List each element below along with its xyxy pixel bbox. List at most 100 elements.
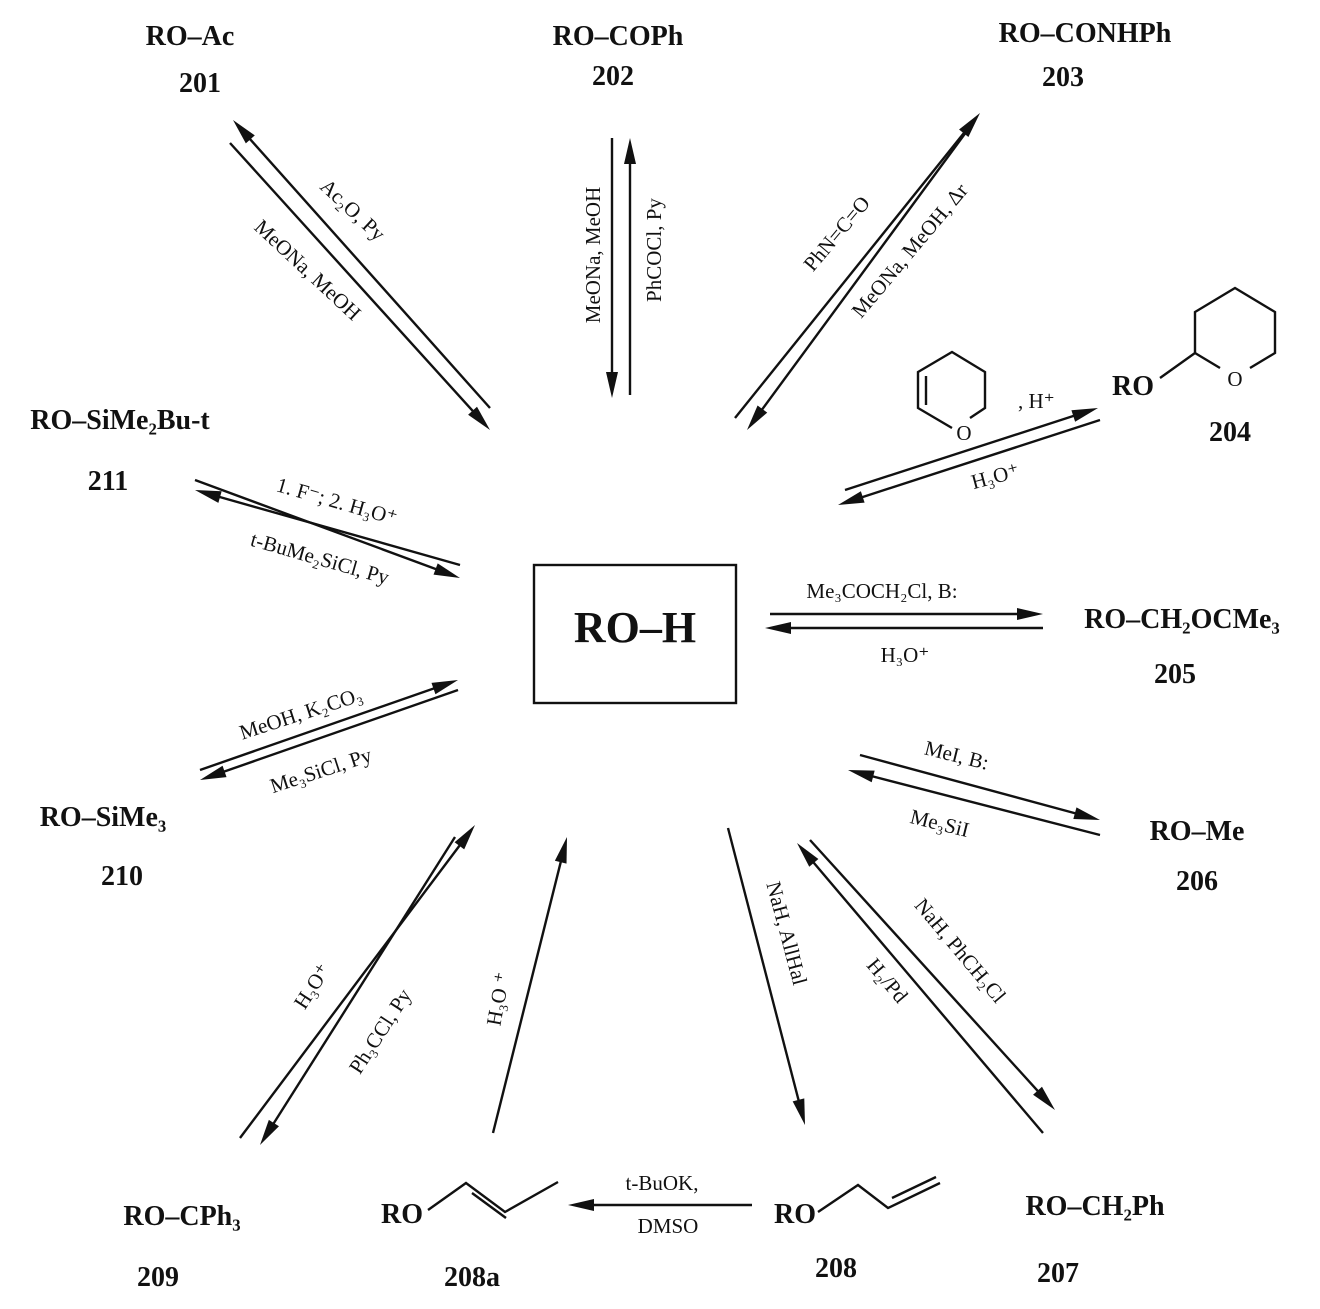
arrow-to-206-head [1073, 807, 1100, 820]
reagent-201-reverse: MeONa, MeOH [250, 215, 366, 326]
arrow-from-201-head [468, 406, 490, 430]
reagent-201-forward: Ac₂O, Py [315, 174, 390, 246]
arrow-to-206-shaft [859, 753, 1080, 816]
compound-202-formula: RO–COPh [553, 21, 684, 52]
compound-204-number: 204 [1209, 417, 1251, 448]
center-box [532, 563, 738, 705]
arrow-to-204-head [1071, 408, 1098, 422]
arrow-to-208a [491, 837, 567, 1134]
arrow-to-205 [770, 608, 1043, 620]
arrow-208-to-208a-head [568, 1199, 594, 1211]
arrow-from-204 [838, 418, 1101, 505]
arrow-to-206 [859, 753, 1100, 820]
compound-209-formula: RO–CPh₃ [123, 1201, 240, 1232]
compound-207-number: 207 [1037, 1258, 1079, 1289]
arrow-to-201-head [233, 120, 255, 144]
arrow-from-211 [194, 478, 460, 578]
arrow-from-210-head [431, 680, 458, 695]
arrow-to-207-head [1033, 1086, 1055, 1110]
arrow-to-208 [726, 827, 805, 1125]
reagent-202-forward: PhCOCl, Py [642, 198, 666, 302]
arrow-to-208-shaft [726, 827, 801, 1105]
arrow-to-211-shaft [215, 494, 461, 567]
reagent-203-forward: PhN=C=O [798, 191, 874, 276]
propenyl-double-bond [471, 1192, 507, 1219]
reagent-209-forward: Ph₃CCl, Py [344, 984, 417, 1078]
reagent-202-reverse: MeONa, MeOH [581, 187, 605, 323]
reagent-205-reverse: H₃O⁺ [881, 643, 930, 667]
reagent-208-isomerization-2: DMSO [638, 1214, 699, 1238]
arrow-from-206-head [848, 770, 875, 783]
arrow-from-210 [199, 680, 458, 772]
reagent-206-forward: MeI, B: [922, 736, 991, 775]
compound-211-formula: RO–SiMe₂Bu-t [30, 405, 210, 436]
reagent-209-reverse: H₃O⁺ [289, 959, 336, 1013]
arrow-from-203-shaft [759, 119, 976, 413]
arrow-to-207-shaft [809, 839, 1042, 1095]
arrow-to-211-head [195, 490, 222, 503]
reagent-204-forward: , H⁺ [1018, 389, 1055, 413]
compound-211-number: 211 [88, 466, 128, 497]
allyl-double-bond [891, 1175, 937, 1200]
arrow-from-204-head [838, 491, 865, 505]
compound-210-formula: RO–SiMe₃ [40, 802, 167, 833]
reagent-208a-reverse: H₃O ⁺ [482, 970, 515, 1027]
thp-ring-oxygen: O [1227, 367, 1242, 391]
arrow-to-209 [260, 836, 457, 1145]
thp-ring-bond [1194, 351, 1221, 370]
reagent-207-forward: NaH, PhCH₂Cl [910, 894, 1011, 1008]
reagent-211-forward: t-BuMe₂SiCl, Py [248, 527, 392, 590]
compound-209-number: 209 [137, 1262, 179, 1293]
arrow-from-206-shaft [869, 774, 1101, 837]
compound-205-number: 205 [1154, 659, 1196, 690]
arrow-to-210-head [200, 765, 227, 780]
compound-207-formula: RO–CH₂Ph [1025, 1191, 1164, 1222]
compound-205-formula: RO–CH₂OCMe₃ [1084, 604, 1280, 635]
arrow-to-203-shaft [734, 129, 968, 419]
reagent-204-reverse: H₃O⁺ [969, 458, 1022, 494]
reagent-206-reverse: Me₃SiI [908, 804, 972, 842]
compound-204-formula: RO [1112, 371, 1154, 402]
thp-ring [1159, 286, 1277, 379]
arrow-from-204-shaft [858, 418, 1101, 500]
arrow-from-207-shaft [810, 859, 1044, 1134]
allyl-group [817, 1181, 941, 1213]
arrow-from-206 [848, 770, 1101, 837]
arrow-208-to-208a [568, 1199, 752, 1211]
arrow-from-205-head [765, 622, 791, 634]
propenyl-group [427, 1180, 559, 1214]
arrow-from-201-shaft [229, 142, 477, 415]
center-label: RO–H [574, 603, 696, 652]
reagent-205-forward: Me₃COCH₂Cl, B: [806, 579, 957, 603]
arrow-from-209-shaft [239, 841, 463, 1139]
compound-203-formula: RO–CONHPh [999, 18, 1172, 49]
compound-208-number: 208 [815, 1253, 857, 1284]
compound-208a-formula: RO [381, 1199, 423, 1230]
arrow-to-210-shaft [220, 688, 459, 774]
arrow-from-201 [229, 142, 490, 430]
compound-203-number: 203 [1042, 62, 1084, 93]
arrow-from-207 [797, 843, 1044, 1134]
reagent-208-forward: NaH, AllHal [761, 879, 812, 988]
arrow-to-205-head [1017, 608, 1043, 620]
compound-201-formula: RO–Ac [146, 21, 235, 52]
arrow-to-204 [844, 408, 1098, 492]
arrow-to-204-shaft [844, 413, 1078, 492]
arrow-from-209 [239, 825, 475, 1139]
arrow-from-202 [606, 138, 618, 398]
reaction-arrows [194, 113, 1101, 1211]
compound-206-number: 206 [1176, 866, 1218, 897]
arrow-from-207-head [797, 843, 819, 867]
arrow-from-203-head [747, 405, 768, 430]
arrow-to-207 [809, 839, 1055, 1110]
arrow-to-201 [233, 120, 491, 409]
compound-206-formula: RO–Me [1150, 816, 1245, 847]
compound-202-number: 202 [592, 61, 634, 92]
arrow-to-208-head [792, 1098, 805, 1125]
arrow-from-203 [747, 119, 976, 430]
arrow-to-208a-head [554, 837, 567, 864]
compound-201-number: 201 [179, 68, 221, 99]
arrow-to-203-head [959, 113, 980, 138]
arrow-from-211-shaft [194, 478, 440, 572]
